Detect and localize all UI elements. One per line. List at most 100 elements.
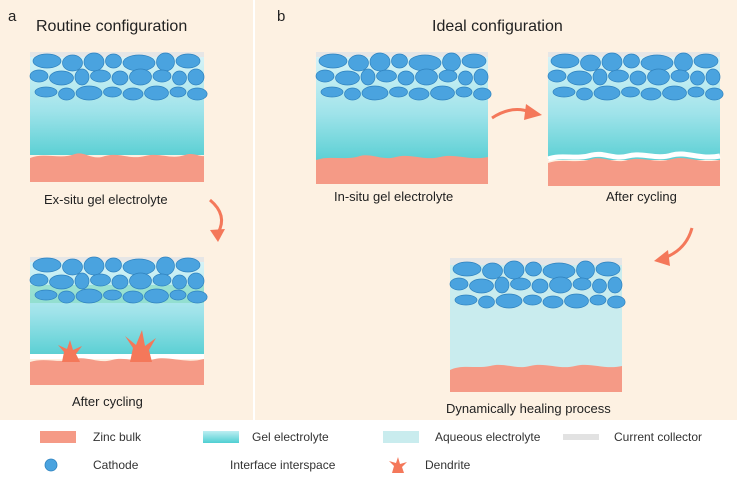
caption-b-after-cycling: After cycling — [606, 189, 677, 204]
cathode-particle — [592, 278, 607, 294]
cathode-particle — [469, 278, 494, 294]
cathode-particle — [156, 256, 175, 276]
cathode-particle — [75, 288, 103, 304]
cathode-particle — [690, 70, 705, 86]
cathode-particle — [647, 68, 670, 86]
cathode-particle — [592, 68, 608, 86]
cathode-particle — [90, 273, 111, 287]
arrow-a-down — [209, 198, 225, 242]
legend-aqueous-electrolyte-swatch — [383, 431, 419, 443]
battery-b-after-cycling — [547, 52, 724, 186]
zinc-bulk-layer — [30, 153, 204, 182]
cathode-particle — [169, 289, 187, 301]
battery-a-ex-situ — [29, 52, 208, 182]
cathode-particle — [564, 293, 589, 309]
cathode-particle — [576, 260, 595, 280]
cathode-particle — [320, 86, 344, 98]
cathode-particle — [621, 86, 640, 98]
cathode-particle — [315, 69, 335, 83]
cathode-particle — [550, 53, 580, 69]
cathode-particle — [705, 87, 724, 101]
panel-letter-b: b — [277, 8, 286, 25]
cathode-particle — [452, 261, 482, 277]
cathode-particle — [187, 272, 205, 290]
legend-cathode-label: Cathode — [93, 458, 139, 472]
cathode-particle — [103, 86, 122, 98]
cathode-particle — [542, 262, 576, 280]
cathode-particle — [187, 290, 208, 304]
cathode-particle — [103, 289, 122, 301]
cathode-particle — [494, 276, 510, 294]
legend-current-collector-label: Current collector — [614, 430, 703, 444]
arrow-b-right — [491, 104, 542, 120]
cathode-particle — [74, 272, 90, 290]
cathode-particle — [175, 257, 201, 273]
cathode-particle — [589, 294, 607, 306]
legend-gel-electrolyte-label: Gel electrolyte — [252, 430, 329, 444]
cathode-particle — [576, 87, 593, 101]
dendrite-icon — [58, 340, 82, 362]
cathode-layer — [449, 260, 626, 309]
cathode-particle — [449, 277, 469, 291]
cathode-particle — [415, 68, 438, 86]
cathode-particle — [640, 54, 674, 72]
cathode-particle — [580, 54, 601, 72]
cathode-particle — [105, 257, 122, 273]
cathode-particle — [531, 278, 549, 294]
cathode-particle — [32, 53, 62, 69]
cathode-particle — [58, 87, 75, 101]
cathode-particle — [629, 70, 647, 86]
cathode-particle — [75, 85, 103, 101]
legend-zinc-bulk-label: Zinc bulk — [93, 430, 142, 444]
legend-dendrite-icon — [389, 457, 407, 473]
panel-b-title: Ideal configuration — [432, 18, 563, 35]
caption-healing: Dynamically healing process — [446, 401, 611, 416]
cathode-particle — [376, 69, 397, 83]
cathode-particle — [62, 54, 83, 72]
cathode-particle — [670, 69, 690, 83]
cathode-particle — [122, 258, 156, 276]
cathode-particle — [172, 274, 187, 290]
cathode-particle — [62, 258, 83, 276]
arrow-b-down — [654, 227, 694, 266]
cathode-particle — [187, 87, 208, 101]
cathode-particle — [442, 52, 461, 72]
cathode-particle — [567, 70, 592, 86]
cathode-particle — [172, 70, 187, 86]
legend — [40, 431, 599, 473]
legend-gel-electrolyte-swatch — [203, 431, 239, 443]
cathode-particle — [549, 276, 572, 294]
cathode-particle — [608, 69, 629, 83]
panel-a-title: Routine configuration — [36, 18, 188, 35]
cathode-particle — [111, 70, 129, 86]
cathode-particle — [430, 85, 455, 101]
cathode-particle — [705, 68, 721, 86]
cathode-particle — [438, 69, 458, 83]
cathode-particle — [542, 295, 564, 309]
cathode-particle — [687, 86, 705, 98]
cathode-particle — [90, 69, 111, 83]
zinc-bulk-layer — [30, 358, 204, 385]
cathode-particle — [111, 274, 129, 290]
cathode-particle — [454, 294, 478, 306]
cathode-particle — [144, 288, 169, 304]
legend-cathode-icon — [44, 458, 58, 472]
cathode-particle — [510, 277, 531, 291]
cathode-particle — [29, 69, 49, 83]
interface-interspace-layer — [30, 354, 204, 359]
cathode-particle — [461, 53, 487, 69]
caption-a-after-cycling: After cycling — [72, 394, 143, 409]
cathode-particle — [129, 68, 152, 86]
cathode-particle — [34, 86, 58, 98]
cathode-particle — [523, 294, 542, 306]
cathode-particle — [662, 85, 687, 101]
legend-aqueous-electrolyte-label: Aqueous electrolyte — [435, 430, 541, 444]
cathode-particle — [640, 87, 662, 101]
cathode-particle — [58, 290, 75, 304]
zinc-bulk-layer — [450, 364, 622, 392]
cathode-particle — [344, 87, 361, 101]
cathode-particle — [552, 86, 576, 98]
cathode-particle — [369, 52, 391, 72]
